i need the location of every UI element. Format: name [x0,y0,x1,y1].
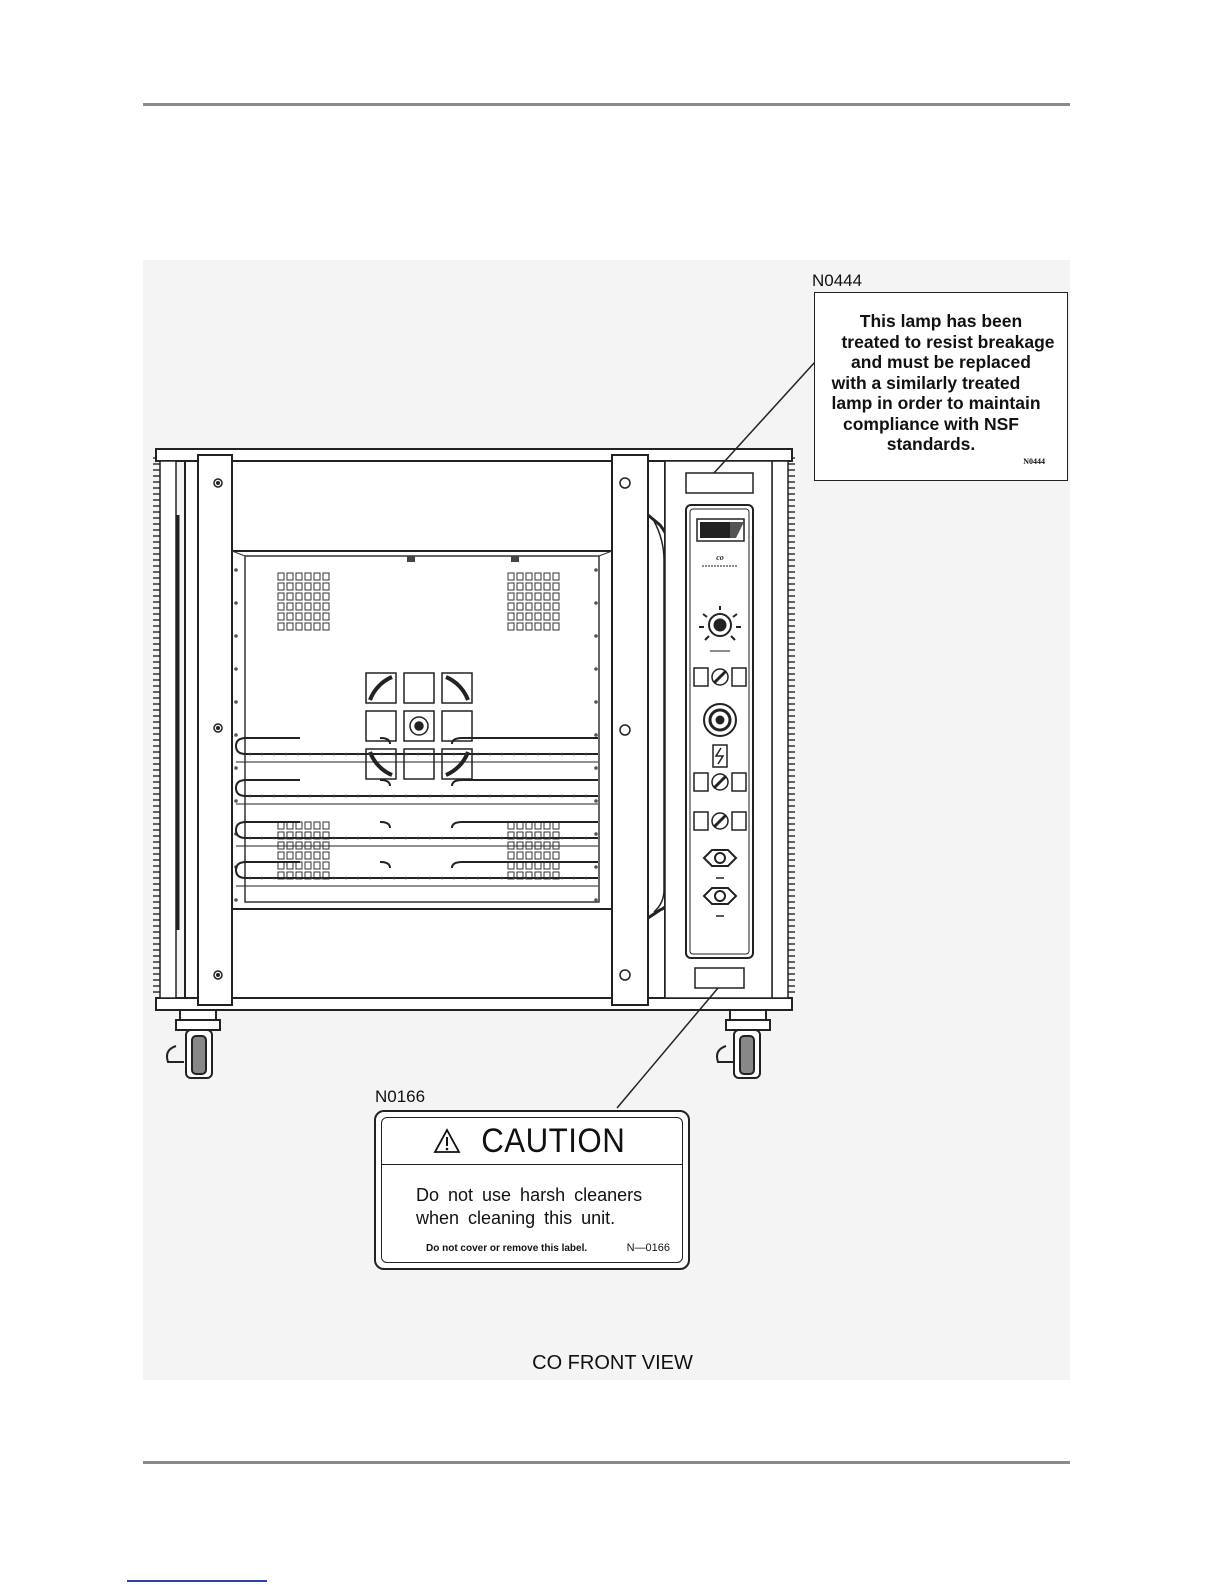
caution-label-location [695,968,744,988]
lamp-warning-label: This lamp has been treated to resist bre… [814,292,1068,481]
bottom-rail [156,998,792,1010]
caution-title: CAUTION [481,1122,625,1161]
lamp-label-small-code: N0444 [1023,457,1045,466]
caster-wheel-left [167,1010,220,1078]
lamp-line: compliance with NSF [815,414,1067,435]
caution-footer-code: N—0166 [627,1242,670,1254]
footer-rule [143,1461,1070,1464]
figure-caption: CO FRONT VIEW [0,1352,1225,1375]
lamp-line: This lamp has been [815,311,1067,332]
caution-body-line: Do not use harsh cleaners [416,1184,642,1207]
label-code-n0444: N0444 [812,271,862,291]
caster-wheel-right [717,1010,770,1078]
left-wall [160,461,176,998]
caution-label: CAUTION Do not use harsh cleaners when c… [374,1110,690,1270]
timer-knob-icon [704,704,736,736]
svg-text:co: co [716,553,724,562]
caution-body: Do not use harsh cleaners when cleaning … [416,1184,642,1230]
lamp-line: and must be replaced [815,352,1067,373]
toggle-switch-icon [694,668,746,686]
label-code-n0166: N0166 [375,1087,425,1107]
fan-switch-icon [694,812,746,830]
door-bolt [620,478,630,488]
right-wall [772,461,788,998]
caution-body-line: when cleaning this unit. [416,1207,642,1230]
caution-label-frame: CAUTION Do not use harsh cleaners when c… [381,1117,683,1263]
door-bolt [620,970,630,980]
lamp-line: standards. [815,434,1067,455]
lamp-line: treated to resist breakage [815,332,1067,353]
lamp-label-location [686,473,753,493]
top-rail [156,449,792,461]
lamp-line: lamp in order to maintain [815,393,1067,414]
door-bolt [620,725,630,735]
lamp-line: with a similarly treated [815,373,1067,394]
convection-fan [366,673,472,779]
lamp-warning-text: This lamp has been treated to resist bre… [815,311,1067,455]
power-switch-icon [694,773,746,791]
caution-header: CAUTION [382,1118,682,1165]
caution-footer: Do not cover or remove this label. [426,1243,587,1254]
footer-link-underline [127,1580,267,1582]
warning-triangle-icon [433,1128,461,1154]
